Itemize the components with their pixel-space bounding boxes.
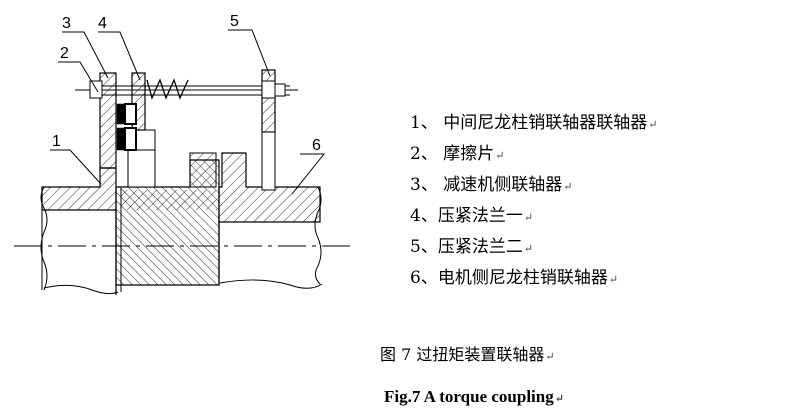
leader-lines [50,29,326,195]
part-label-2: 2 [60,45,69,62]
part-label-1: 1 [52,133,61,150]
left-shaft [41,210,117,295]
left-break-line [40,186,48,291]
part-label-6: 6 [312,137,321,154]
legend-item: 1、 中间尼龙柱销联轴器联轴器↵ [410,113,658,133]
left-flange-stack [99,72,146,169]
legend-item: 3、 减速机侧联轴器↵ [410,175,573,195]
legend-item: 6、电机侧尼龙柱销联轴器↵ [410,268,619,288]
legend-item: 2、 摩擦片↵ [410,144,505,164]
left-bottom-wave [43,284,119,295]
figure-caption-english: Fig.7 A torque coupling↵ [384,387,564,406]
figure-caption-chinese: 图 7 过扭矩装置联轴器↵ [380,345,555,364]
middle-coupling [115,129,220,292]
part-label-4: 4 [98,15,107,32]
spring [146,78,189,100]
legend-item: 4、压紧法兰一↵ [410,206,534,226]
right-shaft [218,186,323,289]
part-label-5: 5 [230,13,239,30]
reducer-hub [41,167,117,211]
parts-legend: 1、 中间尼龙柱销联轴器联轴器↵ 2、 摩擦片↵ 3、 减速机侧联轴器↵ 4、压… [410,108,730,294]
legend-item: 5、压紧法兰二↵ [410,237,534,257]
part-label-3: 3 [62,15,71,32]
